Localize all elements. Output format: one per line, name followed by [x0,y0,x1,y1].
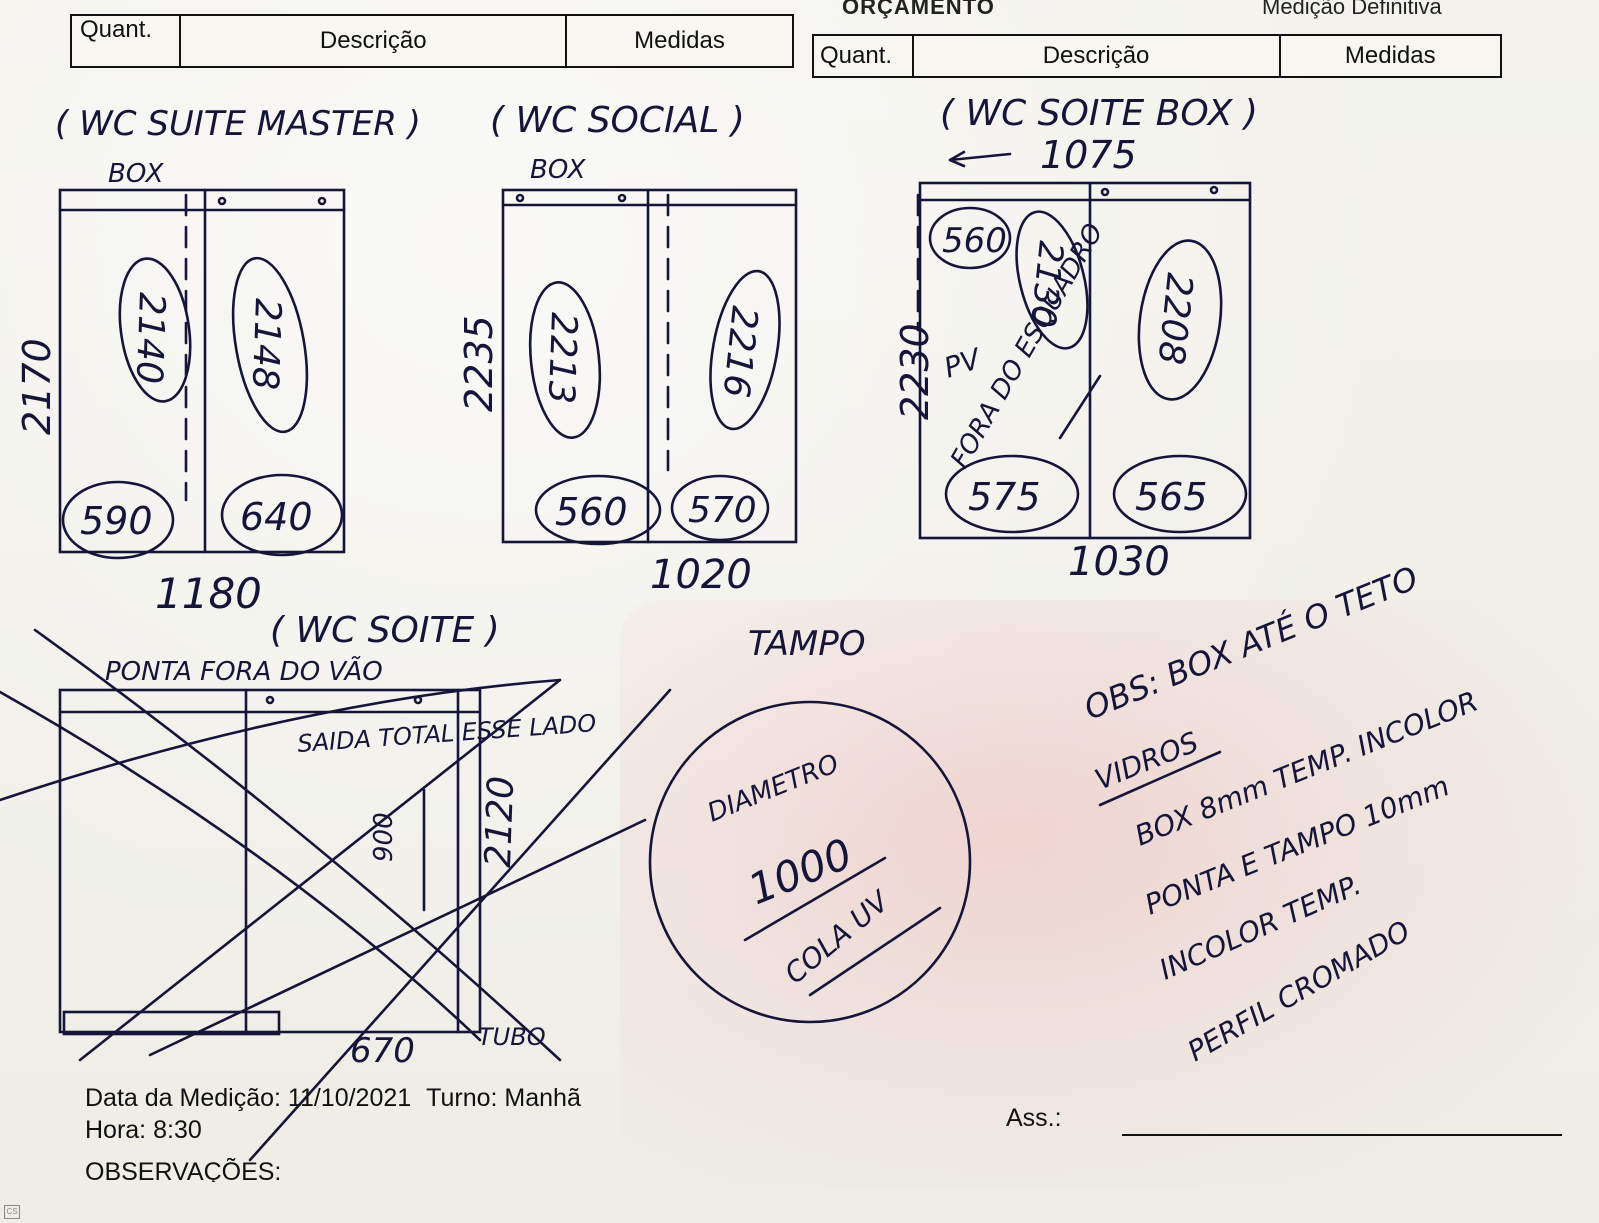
sketch-wc-social: ( WC SOCIAL ) BOX 2213 2216 2235 560 570… [457,100,798,598]
form-title-clipped: ORÇAMENTO [842,0,995,19]
wc-master-right-height: 2148 [244,298,288,391]
wc-suite-box-frame [918,181,1252,540]
hora-label: Hora: [85,1116,147,1144]
wc-master-title: ( WC SUITE MASTER ) [55,104,421,144]
wc-suite-box-top-left: 560 [942,221,1007,261]
wc-suite-box-height: 2230 [893,323,937,420]
sketch-wc-suite-box: ( WC SOITE BOX ) 1075 560 2130 2208 2230… [893,93,1258,585]
wc-suite-box-title: ( WC SOITE BOX ) [940,93,1258,134]
data-medicao: Data da Medição: 11/10/2021 Turno: Manhã [85,1084,581,1113]
wc-social-box-label: BOX [530,155,587,185]
tampo-diametro-label: DIAMETRO [703,749,843,829]
hora: Hora: 8:30 [85,1116,202,1145]
hora-value: 8:30 [153,1116,202,1144]
col-descricao: Descrição [911,34,1281,78]
tampo-diametro-value: 1000 [741,829,858,914]
wc-suite-title: ( WC SOITE ) [270,610,500,651]
turno-label: Turno: [426,1084,498,1112]
wc-master-frame [58,188,346,554]
wc-master-bottom-right: 640 [240,495,313,539]
wc-suite-box-bottom-right: 565 [1135,475,1208,519]
assinatura-label: Ass.: [1006,1104,1062,1132]
wc-social-height: 2235 [457,315,501,412]
wc-social-right-height: 2216 [714,304,764,399]
data-medicao-label: Data da Medição: [85,1084,281,1112]
wc-social-title: ( WC SOCIAL ) [490,100,745,141]
wc-suite-box-left-height: 2130 [1022,239,1071,329]
wc-master-left-height: 2140 [128,292,172,385]
col-medidas: Medidas [565,14,794,68]
scanner-logo: CS [4,1205,20,1219]
col-descricao: Descrição [179,14,568,68]
tampo-circle [648,700,972,1024]
wc-social-bottom-right: 570 [688,490,757,531]
wc-social-bottom-left: 560 [555,490,628,534]
signature-line [1122,1134,1562,1136]
wc-suite-box-right-height: 2208 [1149,271,1199,366]
wc-master-bottom-left: 590 [80,499,153,543]
sketch-wc-suite-cancelled: ( WC SOITE ) PONTA FORA DO VÃO SAIDA TOT… [0,610,672,1162]
obs-notes: OBS: BOX ATÉ O TETO VIDROS BOX 8mm TEMP.… [1079,559,1483,1068]
wc-social-width: 1020 [650,552,752,598]
wc-social-left-height: 2213 [540,312,584,405]
pink-tint-area [620,600,1599,1190]
wc-suite-box-top-width: 1075 [1040,133,1137,177]
wc-master-height: 2170 [15,338,59,435]
wc-suite-subtitle: PONTA FORA DO VÃO [105,655,383,687]
wc-master-box-label: BOX [108,159,165,189]
tampo-title: TAMPO [748,624,866,664]
col-quant: Quant. [812,34,914,78]
sketch-wc-master: ( WC SUITE MASTER ) BOX 2140 2148 2170 5… [15,104,421,618]
wc-master-width: 1180 [155,569,262,618]
header-table-left: Quant. Descrição Medidas [69,14,794,68]
wc-suite-box-note-pv: PV [940,342,986,385]
wc-suite-box-width: 1030 [1068,539,1170,585]
turno-value: Manhã [504,1084,581,1112]
wc-suite-frame [58,688,482,1034]
wc-social-frame [501,188,798,544]
col-medidas: Medidas [1278,34,1503,78]
col-quant: Quant. [69,14,182,68]
scanner-watermark: CS [4,1205,20,1219]
form-subtitle-clipped: Medição Definitiva [1262,0,1442,19]
cross-out-stroke [33,628,562,1062]
sketch-tampo: TAMPO DIAMETRO 1000 COLA UV [648,624,972,1024]
header-table-right: Quant. Descrição Medidas [812,34,1503,78]
observacoes-label: OBSERVAÇÕES: [85,1158,282,1182]
wc-suite-box-bottom-left: 575 [968,475,1041,519]
wc-suite-note: SAIDA TOTAL ESSE LADO [296,709,597,758]
tampo-cola: COLA UV [778,884,896,991]
data-medicao-value: 11/10/2021 [287,1084,412,1112]
wc-suite-height: 2120 [478,775,522,868]
